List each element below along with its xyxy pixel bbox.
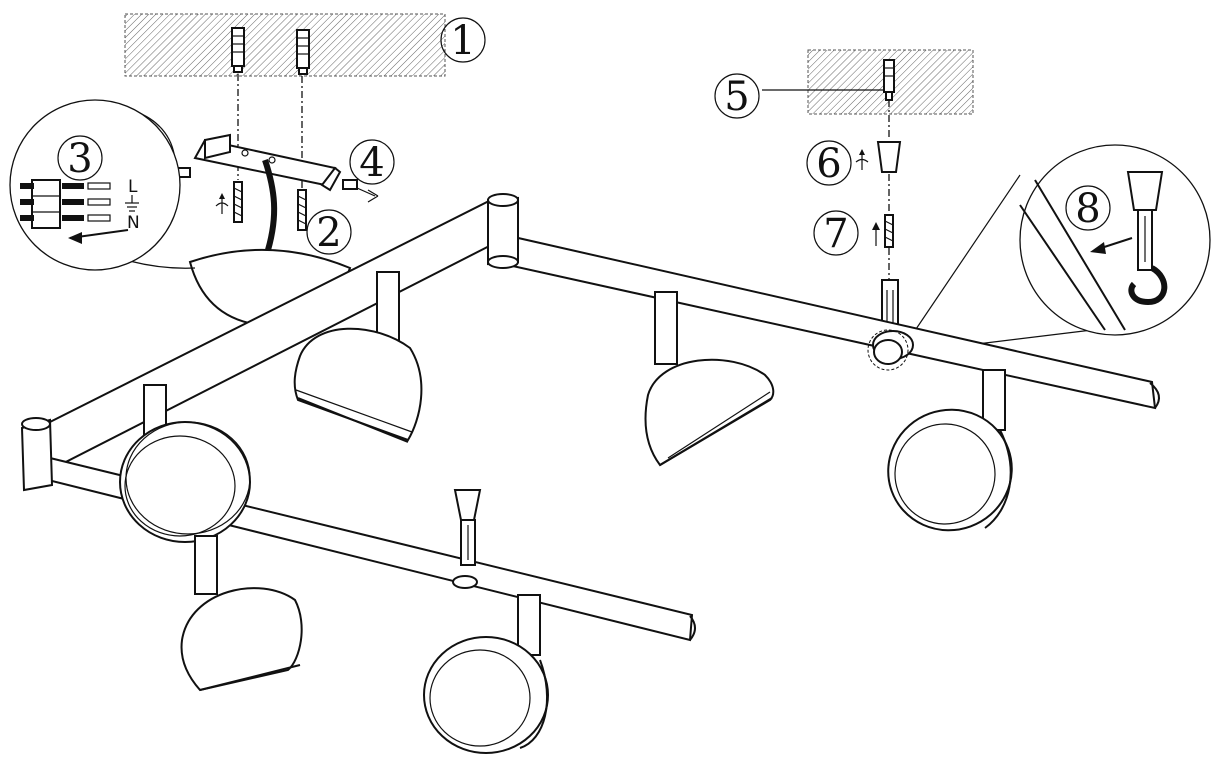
- spotlight: [293, 271, 423, 443]
- wall-plug-icon: [296, 29, 310, 75]
- ceiling-left: [124, 13, 446, 77]
- spotlight: [887, 369, 1013, 532]
- callout-5-label: 5: [724, 74, 749, 120]
- rotate-arrow-icon: [215, 193, 229, 214]
- callout-7-label: 7: [823, 211, 848, 257]
- callout-2: 2: [306, 209, 352, 256]
- hook-plug-icon: [883, 59, 895, 101]
- callout-3-label: 3: [67, 136, 92, 182]
- rotate-arrow-icon: [855, 149, 869, 170]
- callout-8: 8: [1065, 185, 1111, 232]
- power-cable: [262, 159, 278, 251]
- pendant-hook: [452, 489, 482, 589]
- callout-8-label: 8: [1075, 186, 1100, 232]
- cover-cap-icon: [876, 141, 902, 173]
- callout-1-label: 1: [450, 18, 475, 64]
- spotlight: [423, 594, 549, 754]
- callout-3: 3: [57, 135, 103, 182]
- screw-icon: [297, 189, 307, 231]
- hook-detail-circle: [911, 144, 1211, 353]
- wall-plug-icon: [231, 27, 245, 73]
- spotlight: [180, 535, 303, 692]
- spotlight: [119, 384, 251, 543]
- up-arrow-icon: [872, 222, 880, 246]
- neutral-label: N: [127, 213, 140, 233]
- callout-7: 7: [813, 210, 859, 257]
- callout-4: 4: [349, 139, 395, 186]
- screw-icon: [884, 214, 894, 248]
- screw-icon: [233, 181, 243, 223]
- callout-2-label: 2: [316, 210, 341, 256]
- callout-6-label: 6: [816, 141, 841, 187]
- callout-1: 1: [440, 17, 486, 64]
- live-label: L: [128, 177, 138, 197]
- callout-4-label: 4: [359, 140, 384, 186]
- spotlight: [644, 291, 775, 467]
- callout-6: 6: [806, 140, 852, 187]
- callout-5: 5: [714, 73, 760, 120]
- wiring-detail-circle: L N: [9, 99, 196, 271]
- bolt-icon: [342, 179, 379, 203]
